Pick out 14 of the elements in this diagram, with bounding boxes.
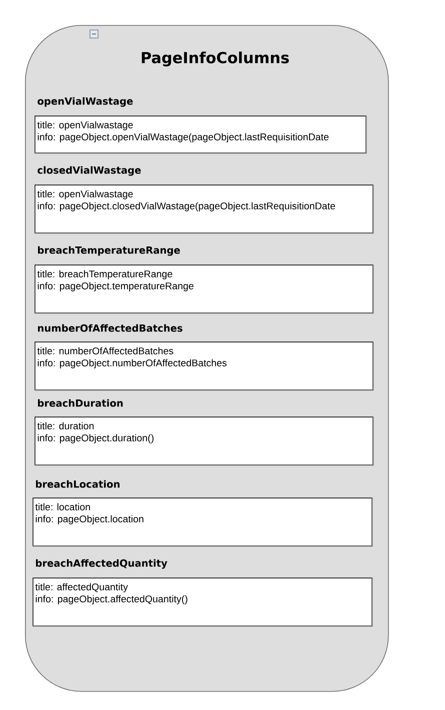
info-box: title: numberOfAffectedBatches info: pageObject.numberOfAffectedBatches <box>34 342 374 391</box>
info-box: title: location info: pageObject.location <box>32 498 373 547</box>
info-box: title: openVialwastage info: pageObject.openVialWastage(pageObject.lastRequisitionDate <box>34 116 367 154</box>
box-heading: breachDuration <box>38 399 123 407</box>
box-heading: breachLocation <box>36 480 120 488</box>
info-box: title: breachTemperatureRange info: pageObject.temperatureRange <box>34 264 374 314</box>
box-heading: openVialWastage <box>38 97 133 107</box>
info-box: title: duration info: pageObject.duration() <box>34 416 374 466</box>
box-heading: numberOfAffectedBatches <box>38 324 182 332</box>
box-heading: breachAffectedQuantity <box>36 559 168 569</box>
info-box: title: affectedQuantity info: pageObject.affectedQuantity() <box>32 578 373 627</box>
box-heading: breachTemperatureRange <box>38 246 180 256</box>
box-heading: closedVialWastage <box>38 166 141 176</box>
info-box: title: openVialwastage info: pageObject.closedVialWastage(pageObject.lastRequisitionDate <box>34 184 374 234</box>
